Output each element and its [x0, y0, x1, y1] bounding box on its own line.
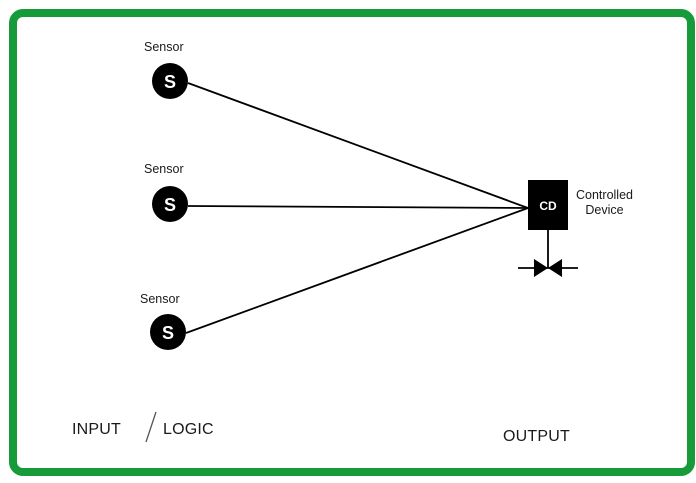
controlled-device: CD [528, 180, 568, 230]
connector-line-2 [187, 205, 529, 209]
valve-icon [518, 259, 578, 277]
sensor-symbol-3: S [162, 323, 174, 343]
sensor-symbol-2: S [164, 195, 176, 215]
device-label-line1: Controlled [576, 188, 633, 202]
connector-line-3 [185, 207, 529, 334]
logic-label: LOGIC [163, 421, 214, 438]
input-label: INPUT [72, 421, 121, 438]
sensor-label-3: Sensor [140, 292, 180, 306]
input-logic-divider [145, 411, 157, 443]
output-label: OUTPUT [503, 428, 570, 445]
connector-line-1 [187, 82, 529, 209]
device-label-line2: Device [585, 203, 624, 217]
sensor-symbol-1: S [164, 72, 176, 92]
sensor-node-3: S [150, 314, 186, 350]
green-frame [9, 9, 695, 476]
sensor-label-2: Sensor [144, 162, 184, 176]
sensor-node-1: S [152, 63, 188, 99]
device-symbol: CD [539, 199, 557, 213]
sensor-node-2: S [152, 186, 188, 222]
sensor-label-1: Sensor [144, 40, 184, 54]
device-label: Controlled Device [576, 188, 633, 218]
